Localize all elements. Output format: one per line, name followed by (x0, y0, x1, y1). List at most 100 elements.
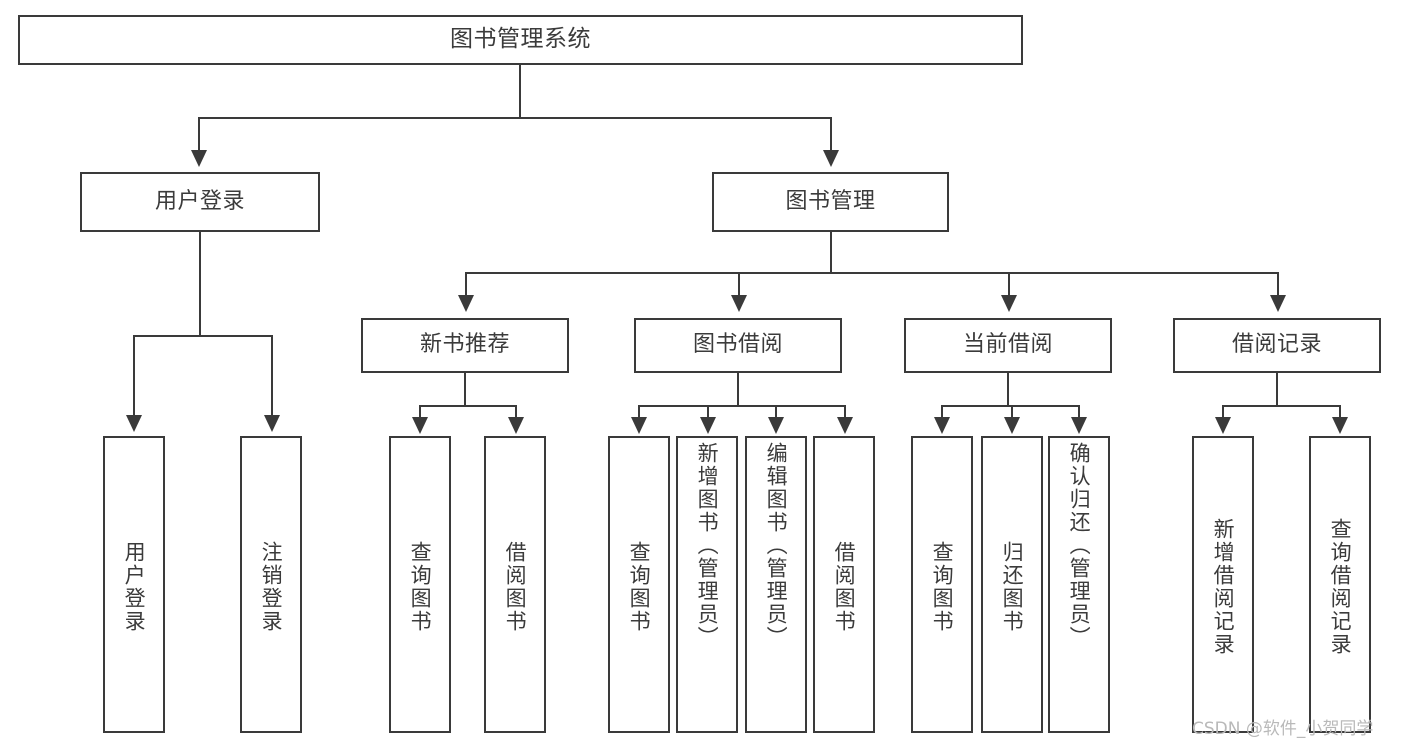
leaf-logout-label: 注销登录 (259, 540, 284, 633)
node-user-login-label: 用户登录 (154, 188, 245, 214)
node-current-borrow-label: 当前借阅 (962, 332, 1053, 358)
leaf-query-record[interactable]: 查询借阅记录 (1309, 436, 1371, 733)
connector-new-book-to-leaf1 (419, 405, 421, 419)
leaf-query-book-3-label: 查询图书 (930, 540, 955, 633)
connector-borrow-record-to-leaf1 (1222, 405, 1224, 419)
leaf-add-record-wrap: 新增借阅记录 (1194, 442, 1252, 731)
arrowhead-book-borrow-to-leaf3 (768, 417, 784, 434)
connector-current-borrow-to-leaf3 (1078, 405, 1080, 419)
node-root-label: 图书管理系统 (450, 26, 591, 53)
arrowhead-user-login-to-leaf1 (126, 415, 142, 432)
connector-user-login-to-leaf2 (271, 335, 273, 417)
arrowhead-current-borrow-to-leaf1 (934, 417, 950, 434)
arrowhead-book-borrow-to-leaf4 (837, 417, 853, 434)
leaf-borrow-book-1-wrap: 借阅图书 (486, 442, 544, 731)
leaf-query-book-3-wrap: 查询图书 (913, 442, 971, 731)
leaf-query-book-1-label: 查询图书 (408, 540, 433, 633)
arrowhead-book-borrow-to-leaf2 (700, 417, 716, 434)
connector-root-to-book-manage (830, 117, 832, 152)
leaf-return-book[interactable]: 归还图书 (981, 436, 1043, 733)
leaf-borrow-book-1-label: 借阅图书 (503, 540, 528, 633)
connector-user-login-to-leaf1 (133, 335, 135, 417)
node-book-management[interactable]: 图书管理 (712, 172, 949, 232)
connector-book-borrow-to-leaf4 (844, 405, 846, 419)
node-current-borrow[interactable]: 当前借阅 (904, 318, 1112, 373)
leaf-borrow-book-2-label: 借阅图书 (832, 540, 857, 633)
connector-current-borrow-stem (1007, 373, 1009, 406)
leaf-edit-book-label: 编辑图书（管理员） (764, 442, 789, 649)
leaf-query-book-3[interactable]: 查询图书 (911, 436, 973, 733)
connector-new-book-to-leaf2 (515, 405, 517, 419)
connector-book-manage-to-current (1008, 272, 1010, 297)
leaf-user-login[interactable]: 用户登录 (103, 436, 165, 733)
leaf-edit-book[interactable]: 编辑图书（管理员） (745, 436, 807, 733)
leaf-user-login-label: 用户登录 (122, 540, 147, 633)
connector-borrow-record-to-leaf2 (1339, 405, 1341, 419)
connector-new-book-bus (419, 405, 517, 407)
connector-book-manage-to-borrow (738, 272, 740, 297)
connector-book-borrow-to-leaf3 (775, 405, 777, 419)
leaf-return-book-label: 归还图书 (1000, 540, 1025, 633)
leaf-query-record-wrap: 查询借阅记录 (1311, 442, 1369, 731)
connector-user-login-stem (199, 232, 201, 336)
leaf-add-record[interactable]: 新增借阅记录 (1192, 436, 1254, 733)
connector-root-to-user-login (198, 117, 200, 152)
connector-book-manage-bus (465, 272, 1279, 274)
connector-root-stem (519, 65, 521, 118)
arrowhead-book-manage-to-record (1270, 295, 1286, 312)
connector-borrow-record-bus (1222, 405, 1341, 407)
connector-book-borrow-bus (638, 405, 846, 407)
node-book-borrow[interactable]: 图书借阅 (634, 318, 842, 373)
connector-root-bus (198, 117, 831, 119)
node-root-book-management-system[interactable]: 图书管理系统 (18, 15, 1023, 65)
connector-new-book-stem (464, 373, 466, 406)
leaf-query-book-2[interactable]: 查询图书 (608, 436, 670, 733)
connector-book-borrow-to-leaf1 (638, 405, 640, 419)
arrowhead-borrow-record-to-leaf2 (1332, 417, 1348, 434)
leaf-query-record-label: 查询借阅记录 (1328, 517, 1353, 656)
node-user-login[interactable]: 用户登录 (80, 172, 320, 232)
leaf-logout[interactable]: 注销登录 (240, 436, 302, 733)
connector-current-borrow-to-leaf1 (941, 405, 943, 419)
connector-book-borrow-stem (737, 373, 739, 406)
arrowhead-root-to-user-login (191, 150, 207, 167)
connector-user-login-bus (133, 335, 273, 337)
node-book-management-label: 图书管理 (785, 188, 876, 214)
node-book-borrow-label: 图书借阅 (692, 332, 783, 358)
csdn-watermark: CSDN @软件_小贺同学 (1192, 719, 1374, 739)
connector-book-manage-to-record (1277, 272, 1279, 297)
node-borrow-record[interactable]: 借阅记录 (1173, 318, 1381, 373)
node-new-book-recommendation-label: 新书推荐 (419, 332, 510, 358)
leaf-logout-wrap: 注销登录 (242, 442, 300, 731)
leaf-add-book-label: 新增图书（管理员） (695, 442, 720, 649)
connector-book-borrow-to-leaf2 (707, 405, 709, 419)
connector-book-manage-stem (830, 232, 832, 273)
leaf-add-record-label: 新增借阅记录 (1211, 517, 1236, 656)
leaf-query-book-2-label: 查询图书 (627, 540, 652, 633)
connector-current-borrow-to-leaf2 (1011, 405, 1013, 419)
leaf-borrow-book-1[interactable]: 借阅图书 (484, 436, 546, 733)
arrowhead-current-borrow-to-leaf2 (1004, 417, 1020, 434)
arrowhead-book-borrow-to-leaf1 (631, 417, 647, 434)
arrowhead-borrow-record-to-leaf1 (1215, 417, 1231, 434)
leaf-borrow-book-2[interactable]: 借阅图书 (813, 436, 875, 733)
arrowhead-book-manage-to-new-book (458, 295, 474, 312)
leaf-return-book-wrap: 归还图书 (983, 442, 1041, 731)
leaf-query-book-1[interactable]: 查询图书 (389, 436, 451, 733)
leaf-query-book-2-wrap: 查询图书 (610, 442, 668, 731)
leaf-user-login-wrap: 用户登录 (105, 442, 163, 731)
arrowhead-new-book-to-leaf2 (508, 417, 524, 434)
node-borrow-record-label: 借阅记录 (1231, 332, 1322, 358)
node-new-book-recommendation[interactable]: 新书推荐 (361, 318, 569, 373)
arrowhead-book-manage-to-current (1001, 295, 1017, 312)
arrowhead-new-book-to-leaf1 (412, 417, 428, 434)
leaf-confirm-return[interactable]: 确认归还（管理员） (1048, 436, 1110, 733)
leaf-confirm-return-label: 确认归还（管理员） (1067, 442, 1092, 649)
connector-book-manage-to-new-book (465, 272, 467, 297)
arrowhead-current-borrow-to-leaf3 (1071, 417, 1087, 434)
connector-borrow-record-stem (1276, 373, 1278, 406)
leaf-add-book[interactable]: 新增图书（管理员） (676, 436, 738, 733)
leaf-query-book-1-wrap: 查询图书 (391, 442, 449, 731)
arrowhead-root-to-book-manage (823, 150, 839, 167)
